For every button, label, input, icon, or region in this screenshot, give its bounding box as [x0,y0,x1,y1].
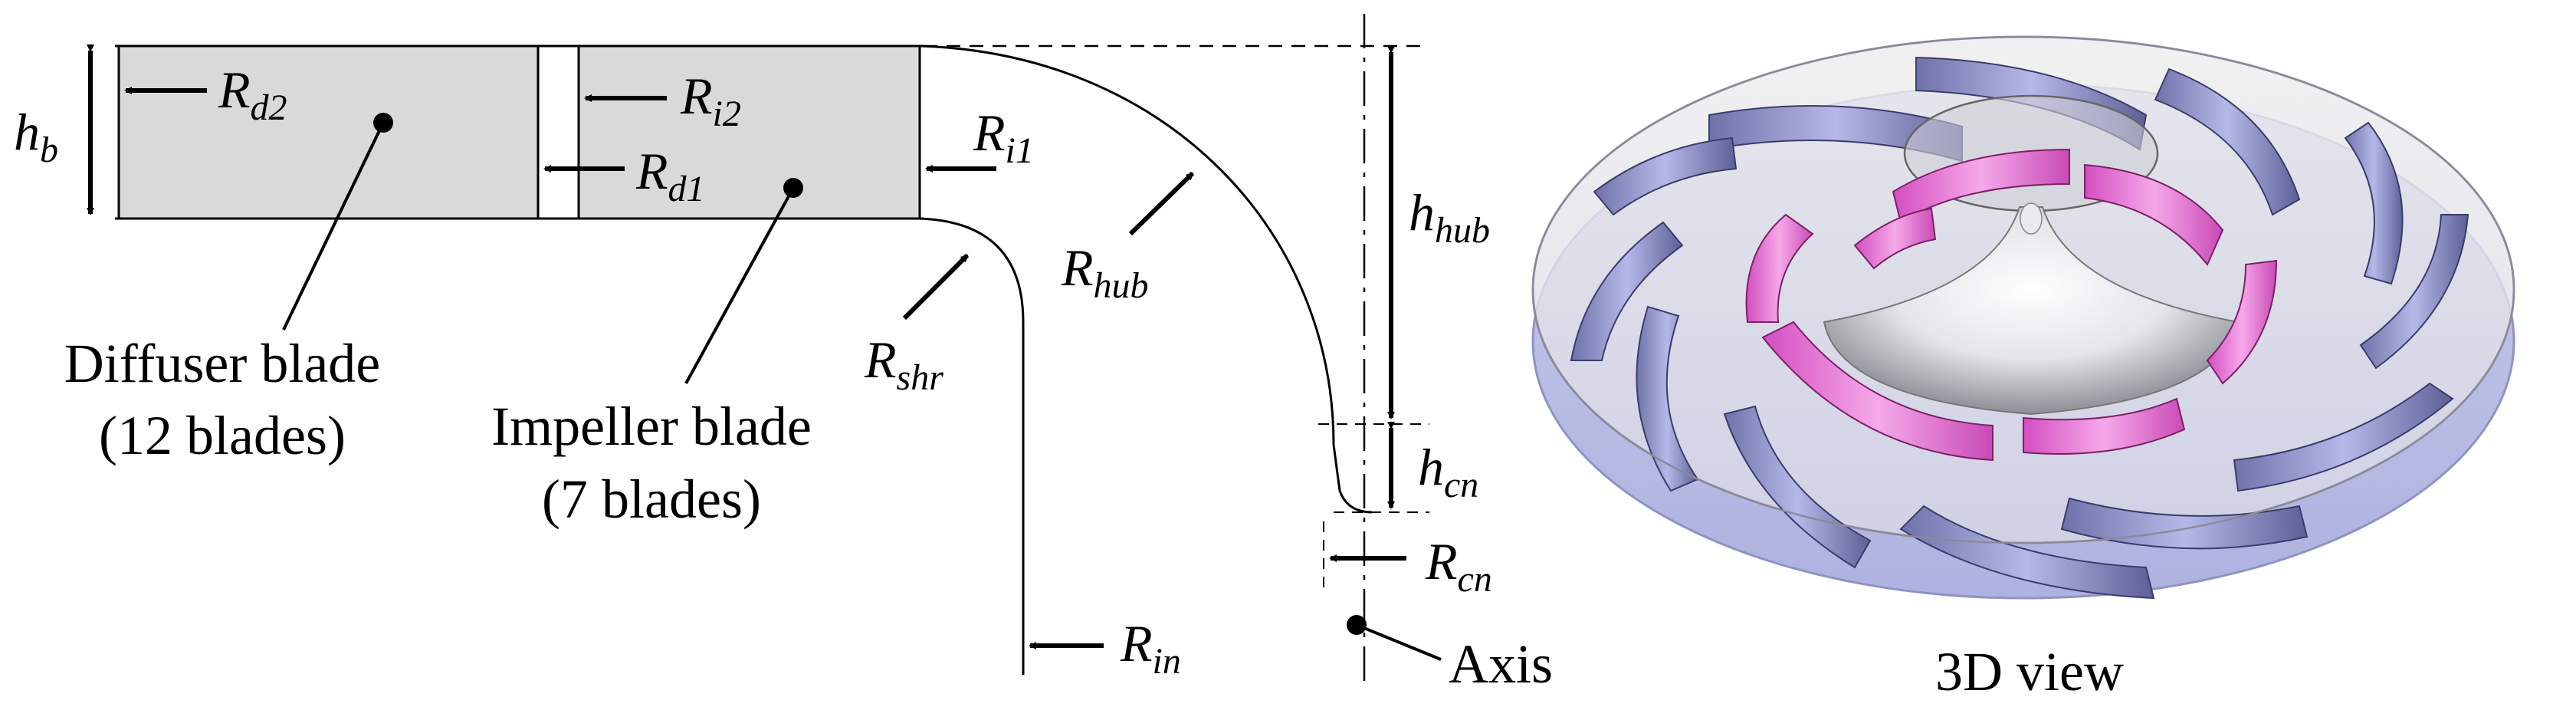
impeller-blades [1745,148,2278,462]
caption-diffuser-line1: Diffuser blade [64,333,381,394]
impeller-blade [1745,213,1814,323]
diffuser-leader-line [282,122,385,330]
caption-3d-view: 3D view [1935,641,2124,702]
diffuser-blade [1899,505,2155,600]
meridional-section: hb Rd2 Ri2 Rd1 Ri1 Rhub Rshr hhub hcn Rc… [14,14,1553,695]
label-hcn: hcn [1418,438,1478,505]
impeller-blade [1761,321,1994,462]
diffuser-blades [1570,56,2469,600]
axis-leader-dot [1347,615,1367,635]
axis-leader-line [1356,623,1442,661]
disk-top-rim [1531,35,2515,544]
impeller-blade [1892,148,2070,224]
label-hb: hb [14,103,58,170]
label-hhub: hhub [1409,183,1490,251]
diffuser-blade [2359,214,2469,370]
diffuser-blade-region [119,46,538,219]
hub-tip [2020,202,2043,235]
label-rshr: Rshr [864,330,943,398]
impeller-blade [2023,397,2186,455]
impeller-leader-line [684,187,795,384]
diffuser-blade [2060,497,2309,550]
label-rhub: Rhub [1061,238,1149,306]
shroud-curve [919,217,1025,675]
diffuser-blade [1593,136,1738,216]
impeller-blade [2206,259,2278,385]
diffuser-blade [1636,305,1699,492]
caption-axis: Axis [1449,633,1553,695]
label-rin: Rin [1120,614,1181,682]
impeller-leader-dot [783,178,803,198]
caption-impeller-line2: (7 blades) [542,469,761,530]
label-ri1: Ri1 [973,104,1034,171]
impeller-blade-region [579,46,920,219]
label-rd2: Rd2 [218,61,287,128]
hub-curve [919,44,1373,514]
caption-diffuser-line2: (12 blades) [99,405,346,466]
diffuser-blade [2233,382,2454,492]
impeller-blade [2084,163,2224,266]
diffuser-blade [2344,121,2404,285]
diffuser-blade [1723,405,1872,569]
rshr-arrow [902,253,970,321]
label-rd1: Rd1 [635,142,705,209]
diffuser-blade [1570,221,1684,361]
caption-impeller-line1: Impeller blade [491,396,812,457]
impeller-blade [1853,207,1937,270]
diffuser-leader-dot [373,113,393,133]
label-ri2: Ri2 [680,67,741,134]
label-rcn: Rcn [1425,532,1492,600]
rhub-arrow [1128,171,1195,236]
diffuser-blade [2154,67,2301,216]
3d-view: 3D view [1531,35,2515,702]
